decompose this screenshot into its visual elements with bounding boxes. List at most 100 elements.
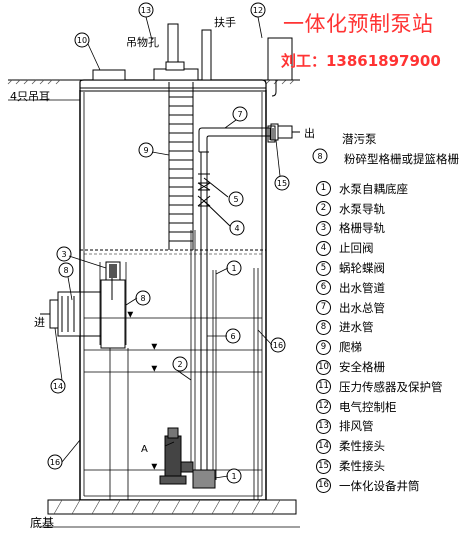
- callout-circle-7: [232, 106, 248, 122]
- legend-item: 12 电气控制柜: [316, 397, 443, 417]
- legend-item: 11 压力传感器及保护管: [316, 377, 443, 397]
- lifting-lugs-label: 4只吊耳: [10, 90, 50, 103]
- check-valve-4: [197, 195, 231, 227]
- legend-text: 一体化设备井筒: [339, 478, 420, 493]
- legend-number: 15: [316, 458, 331, 474]
- inlet-label: 进: [34, 316, 45, 329]
- grinder-grating: [100, 261, 126, 349]
- callout-text: 8: [317, 152, 322, 161]
- callout-text: 12: [253, 6, 263, 15]
- legend-text: 出水总管: [339, 300, 385, 315]
- handrail-label: 扶手: [214, 16, 236, 29]
- callout-text: 14: [53, 382, 63, 391]
- callout-circle-10: [74, 32, 90, 48]
- legend-number: 5: [316, 260, 331, 276]
- legend-number: 11: [316, 379, 331, 395]
- legend-text: 爬梯: [339, 340, 362, 355]
- legend-number: 16: [316, 478, 331, 494]
- foundation-label: 底基: [30, 516, 55, 530]
- callout-text: 9: [143, 146, 148, 155]
- legend-text: 电气控制柜: [339, 399, 397, 414]
- sensor-tube-11: [212, 270, 217, 480]
- contact-phone: 刘工：13861897900: [281, 52, 441, 70]
- legend-number: 12: [316, 399, 331, 415]
- grinder-legend: 粉碎型格栅或提篮格栅: [344, 151, 459, 167]
- callout-circle-14: [50, 378, 66, 394]
- callout-circle-top8: [312, 148, 328, 164]
- inlet-pipe-8: [40, 291, 101, 337]
- legend-number: 14: [316, 438, 331, 454]
- callout-circle-9: [138, 142, 154, 158]
- callout-text: 16: [50, 458, 60, 467]
- svg-text:▼: ▼: [128, 311, 133, 318]
- page-title: 一体化预制泵站: [283, 12, 434, 36]
- handrail-post: [201, 29, 212, 81]
- legend-text: 格栅导轨: [339, 221, 385, 236]
- callout-circle-8a: [58, 262, 74, 278]
- legend-item: 5 蜗轮蝶阀: [316, 258, 443, 278]
- callout-text: 1: [231, 264, 236, 273]
- legend-text: 蜗轮蝶阀: [339, 261, 385, 276]
- svg-text:▼: ▼: [152, 365, 157, 372]
- legend-item: 14 柔性接头: [316, 436, 443, 456]
- callout-text: 8: [63, 266, 68, 275]
- callout-text: 10: [77, 36, 87, 45]
- callout-text: 1: [231, 472, 236, 481]
- legend-item: 2 水泵导轨: [316, 199, 443, 219]
- svg-text:▼: ▼: [152, 343, 157, 350]
- foundation-slab: [40, 499, 300, 528]
- callout-numbers: 13 12 10 7 9 15 5 4 3 8 8 1 6 2 14 16 16…: [50, 6, 323, 481]
- callout-text: 7: [237, 110, 242, 119]
- callout-circle-1a: [226, 260, 242, 276]
- legend-item: 10 安全格栅: [316, 357, 443, 377]
- pump-marker: A: [141, 444, 148, 455]
- legend-number: 13: [316, 418, 331, 434]
- legend-text: 柔性接头: [339, 439, 385, 454]
- hoist-hole-cover: [153, 61, 199, 81]
- legend-number: 7: [316, 300, 331, 316]
- legend-item: 6 出水管道: [316, 278, 443, 298]
- legend-text: 安全格栅: [339, 360, 385, 375]
- callout-text: 3: [61, 250, 66, 259]
- callout-text: 13: [141, 6, 151, 15]
- outlet-main-pipe-7: [198, 123, 300, 152]
- legend-item: 16 一体化设备井筒: [316, 476, 443, 496]
- butterfly-valve-5: [197, 177, 229, 198]
- legend-text: 止回阀: [339, 241, 374, 256]
- callout-circle-2: [172, 356, 188, 372]
- callout-text: 2: [177, 360, 182, 369]
- legend-number: 8: [316, 319, 331, 335]
- ladder-9: [168, 82, 194, 250]
- legend-number: 2: [316, 201, 331, 217]
- legend-item: 3 格栅导轨: [316, 219, 443, 239]
- callout-text: 15: [277, 179, 287, 188]
- legend-text: 压力传感器及保护管: [339, 379, 443, 394]
- legend-item: 7 出水总管: [316, 298, 443, 318]
- callout-text: 6: [230, 332, 235, 341]
- legend-text: 水泵导轨: [339, 201, 385, 216]
- submersible-pump: [159, 427, 216, 489]
- discharge-pipe-6: [198, 151, 210, 470]
- legend-number: 6: [316, 280, 331, 296]
- callout-text: 8: [140, 294, 145, 303]
- callout-circle-4: [229, 220, 245, 236]
- sewage-pump-legend: 潜污泵: [342, 131, 377, 147]
- callout-circle-15: [274, 175, 290, 191]
- grinder-text: 粉碎型格栅或提篮格栅: [344, 152, 459, 166]
- legend-text: 出水管道: [339, 280, 385, 295]
- safety-cover-10: [92, 69, 126, 81]
- hoist-hole-label: 吊物孔: [126, 36, 159, 49]
- control-cabinet-12: [267, 37, 293, 97]
- interior-lines: [109, 348, 129, 500]
- legend-number: 10: [316, 359, 331, 375]
- callout-circle-5: [228, 191, 244, 207]
- callout-text: 16: [273, 341, 283, 350]
- legend-text: 进水管: [339, 320, 374, 335]
- legend-number: 3: [316, 220, 331, 236]
- svg-text:▼: ▼: [152, 463, 157, 470]
